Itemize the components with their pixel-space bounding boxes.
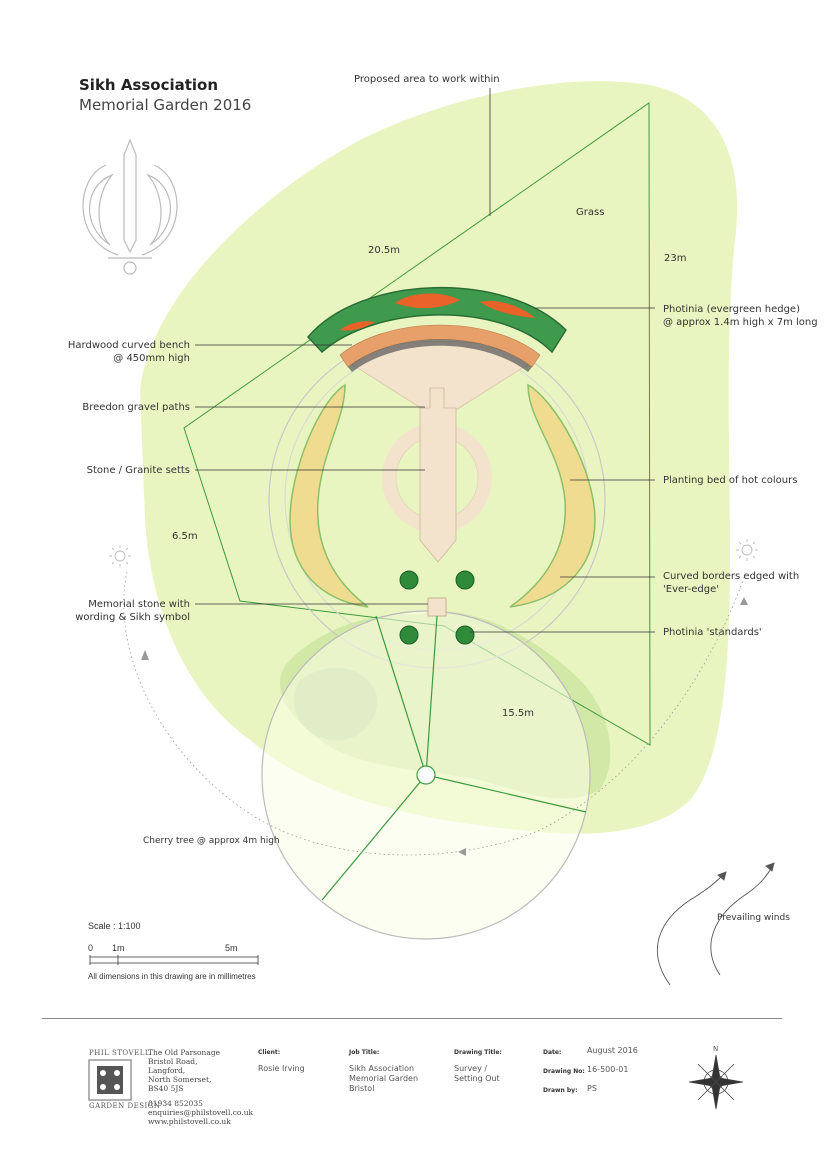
drawing-title: Sikh Association Memorial Garden 2016 (79, 76, 251, 114)
drawing-title-line: Setting Out (454, 1074, 500, 1083)
label-dim-23: 23m (664, 253, 687, 264)
drawn-by-value: PS (587, 1084, 597, 1093)
cherry-tree-setting-out (321, 615, 587, 901)
memorial-stone (427, 597, 447, 617)
footer-drawing-title: Drawing Title: Survey / Setting Out (454, 1049, 502, 1084)
client-heading: Client: (258, 1049, 281, 1056)
label-grass: Grass (576, 207, 605, 218)
label-dim-6-5: 6.5m (172, 531, 198, 542)
footer-address: The Old Parsonage Bristol Road, Langford… (148, 1048, 253, 1126)
sun-path (123, 571, 746, 856)
job-value-line: Sikh Association (349, 1064, 415, 1073)
label-dim-15-5: 15.5m (502, 708, 535, 719)
label-dim-20-5: 20.5m (368, 245, 401, 256)
sun-icon (109, 545, 131, 567)
label-bench-line-2: @ 450mm high (113, 353, 190, 364)
wind-arrows-icon (656, 862, 775, 986)
label-gravel: Breedon gravel paths (82, 402, 190, 413)
drawing-title-heading: Drawing Title: (454, 1049, 502, 1056)
scale-tick-5m: 5m (225, 943, 238, 953)
photinia-standard (455, 570, 475, 590)
scale-bar (89, 955, 259, 965)
contact-phone: 01934 852035 (148, 1099, 203, 1108)
drawn-by-heading: Drawn by: (543, 1087, 578, 1094)
job-value-line: Bristol (349, 1084, 375, 1093)
scale-tick-1m: 1m (112, 943, 125, 953)
scale-note: All dimensions in this drawing are in mi… (88, 972, 256, 981)
label-photinia-standards: Photinia 'standards' (663, 627, 762, 638)
hedge-highlight (395, 293, 460, 309)
drawing-no-value: 16-500-01 (587, 1065, 629, 1074)
compass-rose-icon (688, 1054, 744, 1110)
label-photinia-hedge: Photinia (evergreen hedge) @ approx 1.4m… (663, 303, 818, 329)
title-line-2: Memorial Garden 2016 (79, 96, 252, 114)
scale-title: Scale : 1:100 (88, 921, 141, 931)
address-line: Bristol Road, (148, 1057, 198, 1066)
central-path (419, 387, 457, 563)
drawing-title-line: Survey / (454, 1064, 488, 1073)
logo-name-bottom: GARDEN DESIGN (89, 1102, 161, 1110)
compass-north-label: N (713, 1045, 719, 1053)
address-line: North Somerset, (148, 1075, 212, 1084)
label-memorial-line-1: Memorial stone with (88, 599, 190, 610)
address-line: Langford, (148, 1066, 186, 1075)
label-bench: Hardwood curved bench @ 450mm high (68, 339, 190, 365)
label-setts: Stone / Granite setts (86, 465, 190, 476)
label-curved-borders-line-1: Curved borders edged with (663, 571, 800, 582)
label-memorial: Memorial stone with wording & Sikh symbo… (75, 598, 190, 624)
label-photinia-hedge-line-1: Photinia (evergreen hedge) (663, 304, 800, 315)
date-value: August 2016 (587, 1046, 638, 1055)
leader-lines (195, 307, 655, 633)
label-curved-borders: Curved borders edged with 'Ever-edge' (663, 570, 799, 596)
contact-website[interactable]: www.philstovell.co.uk (148, 1117, 231, 1126)
logo-name-top: PHIL STOVELL (89, 1049, 150, 1057)
contact-email[interactable]: enquiries@philstovell.co.uk (148, 1108, 254, 1117)
date-heading: Date: (543, 1049, 562, 1056)
address-line: The Old Parsonage (148, 1048, 221, 1057)
planting-bed-left (289, 383, 369, 608)
label-cherry-tree: Cherry tree @ approx 4m high (143, 836, 280, 846)
address-line: BS40 5JS (148, 1084, 184, 1093)
arrow-head (458, 848, 466, 856)
footer-client: Client: Rosie Irving (258, 1049, 305, 1074)
scale-tick-0: 0 (88, 943, 94, 953)
job-value-line: Memorial Garden (349, 1074, 419, 1083)
footer-divider (42, 1018, 782, 1019)
label-curved-borders-line-2: 'Ever-edge' (663, 584, 719, 595)
label-bench-line-1: Hardwood curved bench (67, 340, 190, 351)
label-prevailing-winds: Prevailing winds (717, 913, 790, 923)
footer-job: Job Title: Sikh Association Memorial Gar… (349, 1049, 418, 1094)
arrow-head (740, 597, 748, 605)
photinia-standard (399, 570, 419, 590)
photinia-standard (455, 625, 475, 645)
khanda-symbol-icon (82, 138, 178, 275)
sun-icon (736, 539, 758, 561)
bench-shadow (348, 339, 532, 372)
client-value: Rosie Irving (258, 1064, 305, 1073)
arrow-head (141, 650, 149, 660)
job-heading: Job Title: (349, 1049, 380, 1056)
drawing-no-heading: Drawing No: (543, 1068, 585, 1075)
label-proposed-area: Proposed area to work within (354, 74, 500, 85)
label-memorial-line-2: wording & Sikh symbol (75, 612, 190, 623)
phil-stovell-logo (88, 1059, 132, 1101)
title-line-1: Sikh Association (79, 76, 219, 94)
label-planting-bed: Planting bed of hot colours (663, 475, 798, 486)
planting-bed-right (509, 383, 596, 608)
hedge-highlight (480, 300, 535, 318)
photinia-standard (399, 625, 419, 645)
hedge-highlight (340, 321, 375, 331)
label-photinia-hedge-line-2: @ approx 1.4m high x 7m long (663, 317, 818, 328)
